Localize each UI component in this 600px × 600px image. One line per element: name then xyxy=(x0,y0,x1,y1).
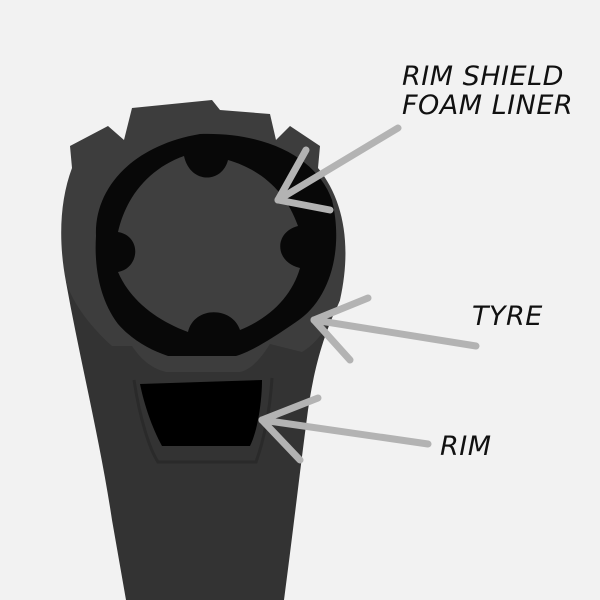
arrow-tyre xyxy=(310,294,480,364)
rim-channel-edge xyxy=(132,377,274,464)
arrow-rim xyxy=(258,394,432,464)
label-foam-liner-line2: FOAM LINER xyxy=(402,90,574,121)
rim-channel xyxy=(140,380,262,446)
label-foam-liner: RIM SHIELD FOAM LINER xyxy=(402,62,573,120)
foam-liner xyxy=(118,156,300,332)
label-foam-liner-line1: RIM SHIELD xyxy=(402,61,564,92)
arrow-foam-liner xyxy=(274,124,402,214)
label-rim: RIM xyxy=(440,431,492,462)
label-tyre: TYRE xyxy=(472,301,543,332)
